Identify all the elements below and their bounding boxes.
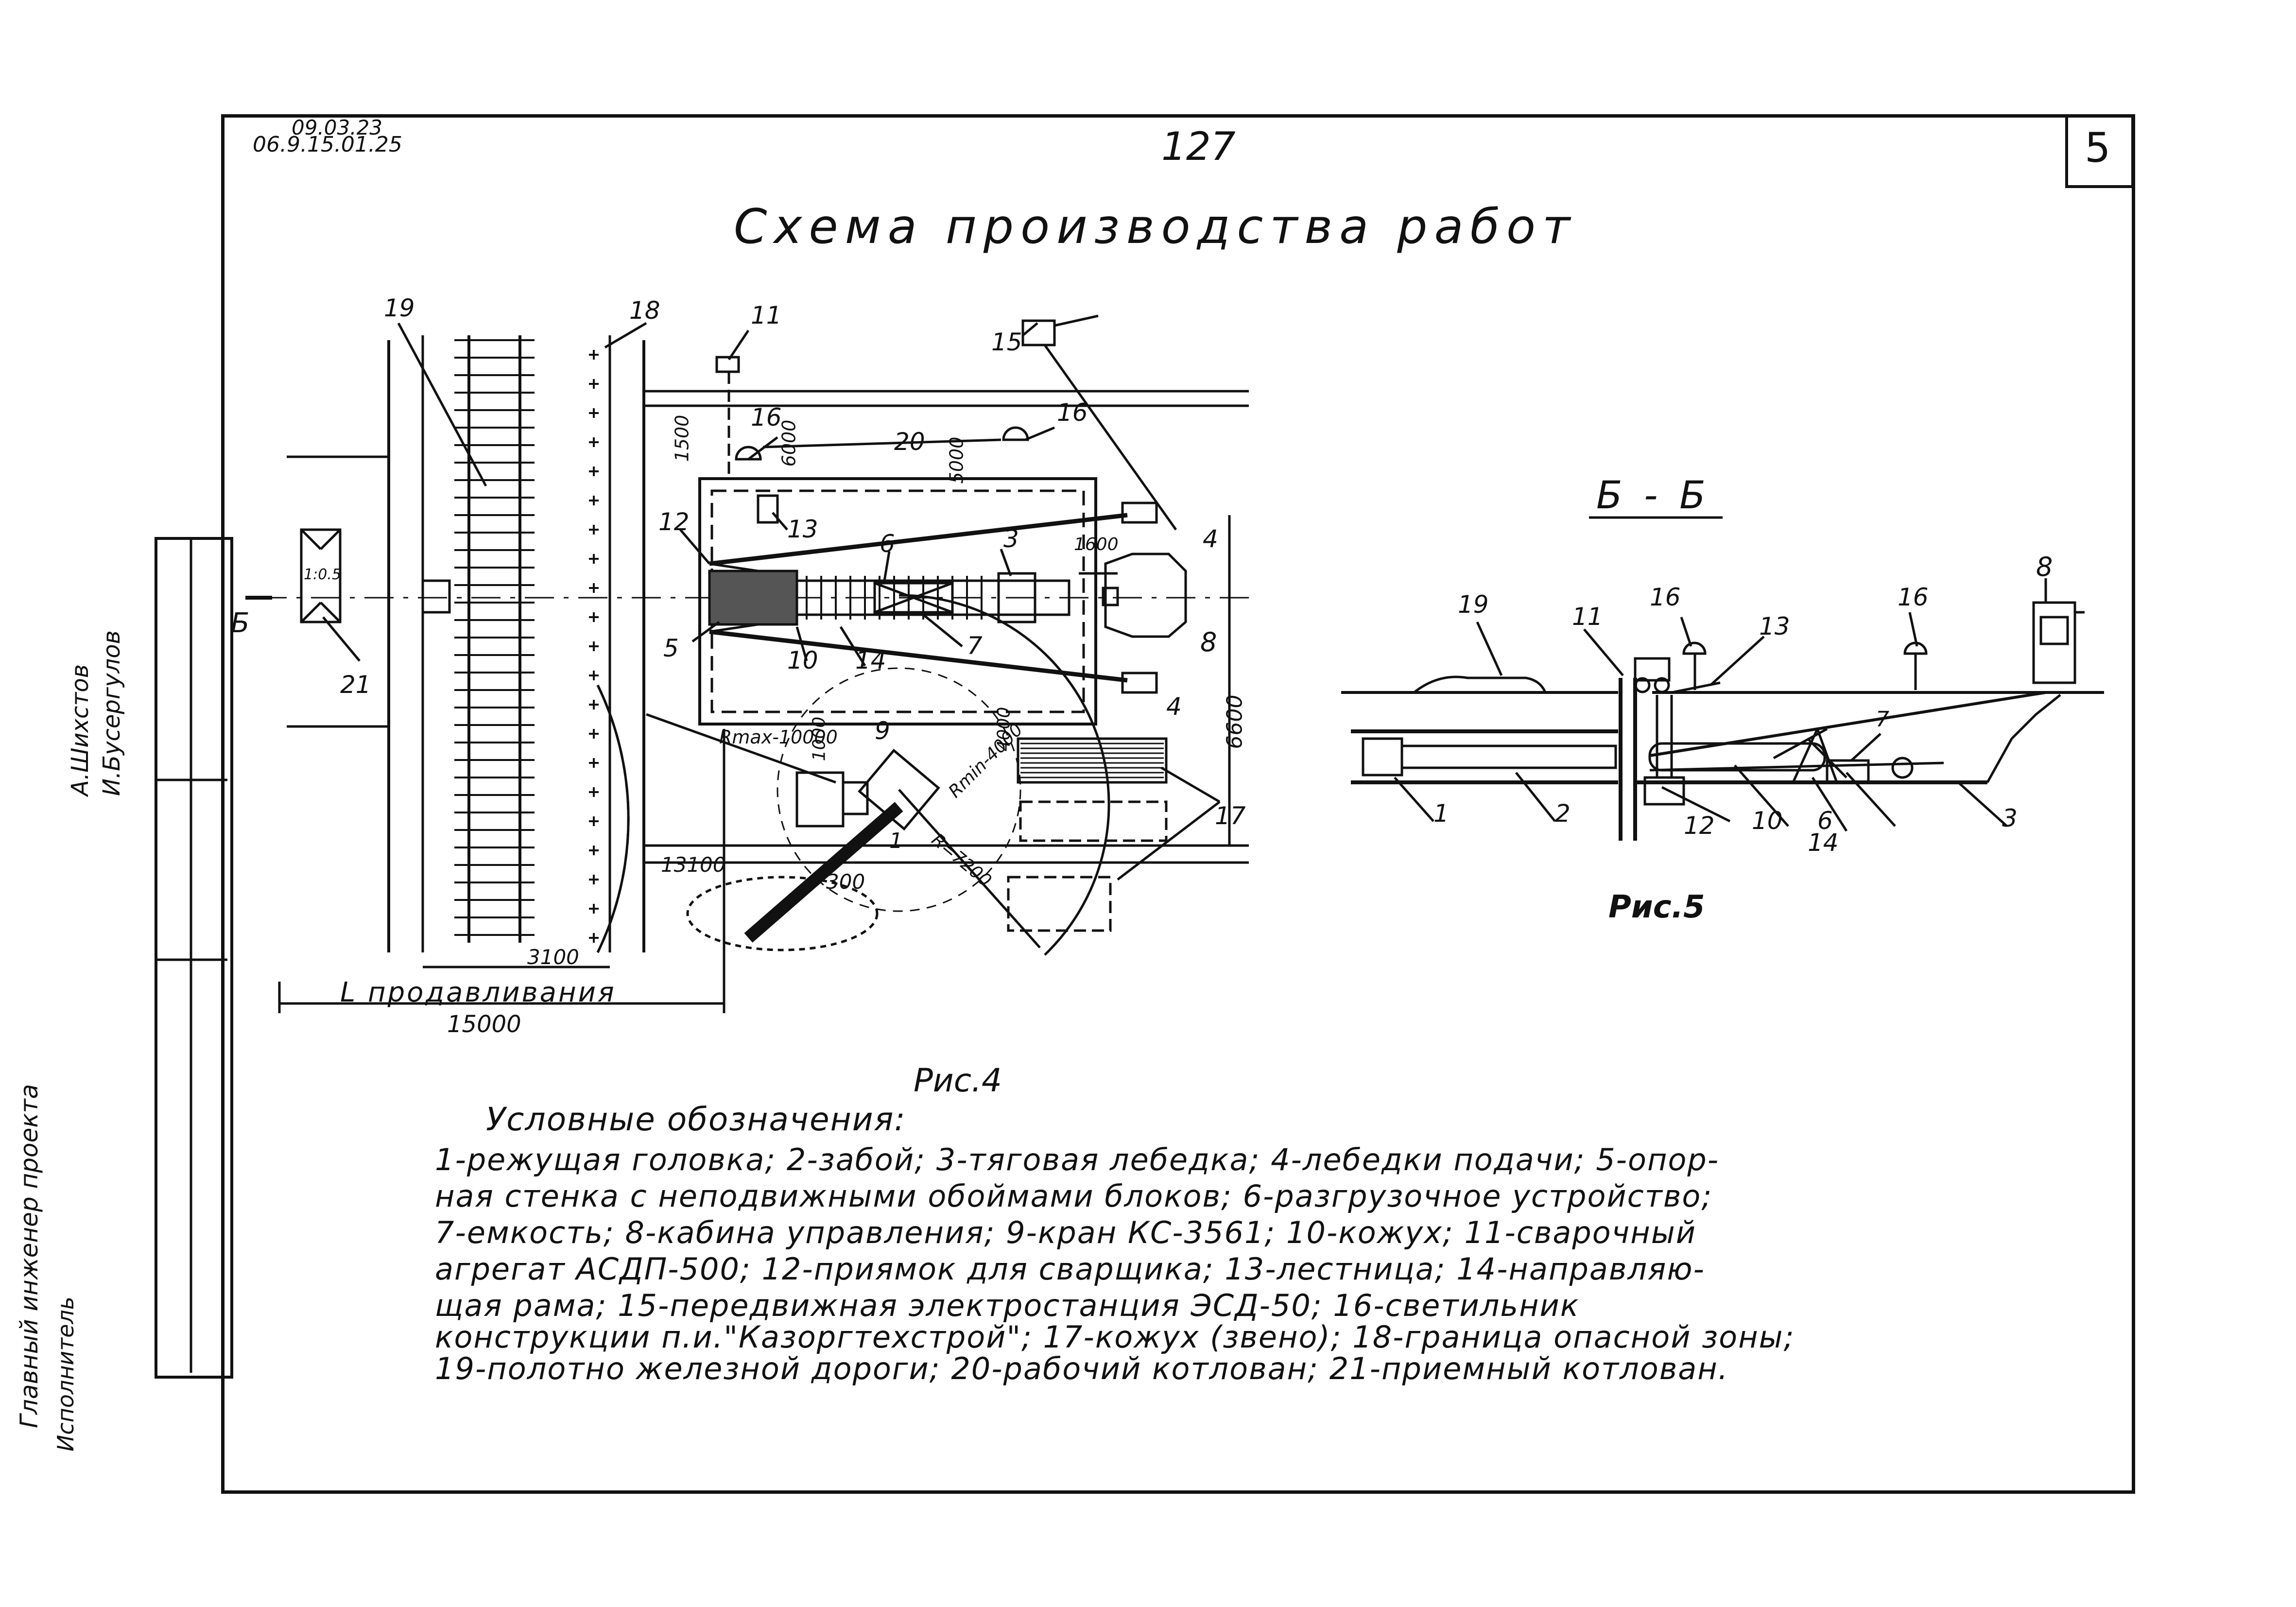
fig4-label-19: 19 [384,294,415,322]
fig4-label-12: 12 [658,508,690,536]
fig5-label-2: 2 [1555,799,1571,828]
legend-line: конструкции п.и."Казоргтехстрой"; 17-кож… [435,1319,1795,1355]
legend-line: ная стенка с неподвижными обоймами блоко… [435,1178,1713,1214]
dim-3100: 3100 [527,945,579,969]
doc-code-top: 09.03.23 [292,116,383,139]
dim-13100: 13100 [661,853,726,877]
legend-title: Условные обозначения: [486,1101,906,1138]
fig5-label-10: 10 [1752,807,1783,835]
fig4-label-5: 5 [663,634,679,662]
slope-label: 1:0.5 [304,566,341,583]
fig5-label-16a: 16 [1650,583,1681,611]
fig5-label-13: 13 [1759,612,1790,640]
fig4-label-20: 20 [894,428,925,456]
fig4-label-7: 7 [967,632,983,660]
fig5-section-title: Б - Б [1596,474,1710,518]
fig5-label-14: 14 [1808,829,1839,857]
fig4-label-18: 18 [629,296,660,325]
fig5-label-16b: 16 [1898,583,1929,611]
fig4-label-17: 17 [1215,802,1246,830]
dim-6600: 6600 [1222,694,1247,749]
doc-code-bottom: 06.9.15.01.25 [253,132,402,157]
fig4-label-16b: 16 [1057,398,1088,427]
dim-5000: 5000 [946,436,967,484]
fig4-label-16a: 16 [751,403,782,432]
fig5-caption: Рис.5 [1608,889,1705,925]
dim-length: L продавливания [340,977,616,1008]
fig4-label-8: 8 [1200,627,1217,657]
fig4-label-9: 9 [875,717,890,745]
fig4-label-1: 1 [889,829,903,853]
section-mark-b: Б [231,607,250,639]
fig5-label-1: 1 [1433,799,1449,828]
dim-15000: 15000 [447,1011,521,1038]
dim-1500: 1500 [671,415,693,462]
legend-line: 1-режущая головка; 2-забой; 3-тяговая ле… [435,1142,1720,1177]
fig4-label-14: 14 [855,646,886,674]
fig4-label-1600: 1600 [1074,535,1119,554]
fig5-label-12: 12 [1684,812,1715,840]
legend-line: 7-емкость; 8-кабина управления; 9-кран К… [435,1215,1697,1250]
fig5-label-3: 3 [2002,804,2018,832]
legend-line: щая рама; 15-передвижная электростанция … [435,1288,1580,1323]
legend-line: 19-полотно железной дороги; 20-рабочий к… [435,1351,1729,1386]
dim-6000: 6000 [778,419,800,467]
sheet-number: 5 [2085,124,2111,172]
fig5-label-8: 8 [2036,552,2053,582]
fig4-label-6: 6 [880,530,895,558]
fig4-caption: Рис.4 [914,1062,1002,1099]
fig4-label-4a: 4 [1203,525,1218,553]
fig4-label-15: 15 [991,328,1022,356]
fig4-label-11: 11 [751,301,782,329]
fig4-label-4b: 4 [1166,692,1182,721]
drawing-title: Схема производства работ [734,199,1577,255]
fig4-label-3: 3 [1003,525,1019,553]
fig4-label-10: 10 [787,646,818,674]
fig4-label-13: 13 [787,515,818,543]
dim-rmax: Rmax-10000 [719,726,838,748]
legend-line: агрегат АСДП-500; 12-приямок для сварщик… [435,1251,1705,1287]
fig5-label-6: 6 [1817,807,1833,835]
fig5-label-19: 19 [1458,590,1489,619]
fig5-label-7: 7 [1876,707,1889,732]
dim-300: 300 [826,870,865,894]
fig5-label-11: 11 [1572,603,1603,631]
page-number: 127 [1161,124,1236,169]
drawing-frame [221,114,2135,1494]
side-stamp-frame [155,537,233,1379]
sheet-number-box [2065,114,2134,188]
fig4-label-21: 21 [340,671,371,699]
